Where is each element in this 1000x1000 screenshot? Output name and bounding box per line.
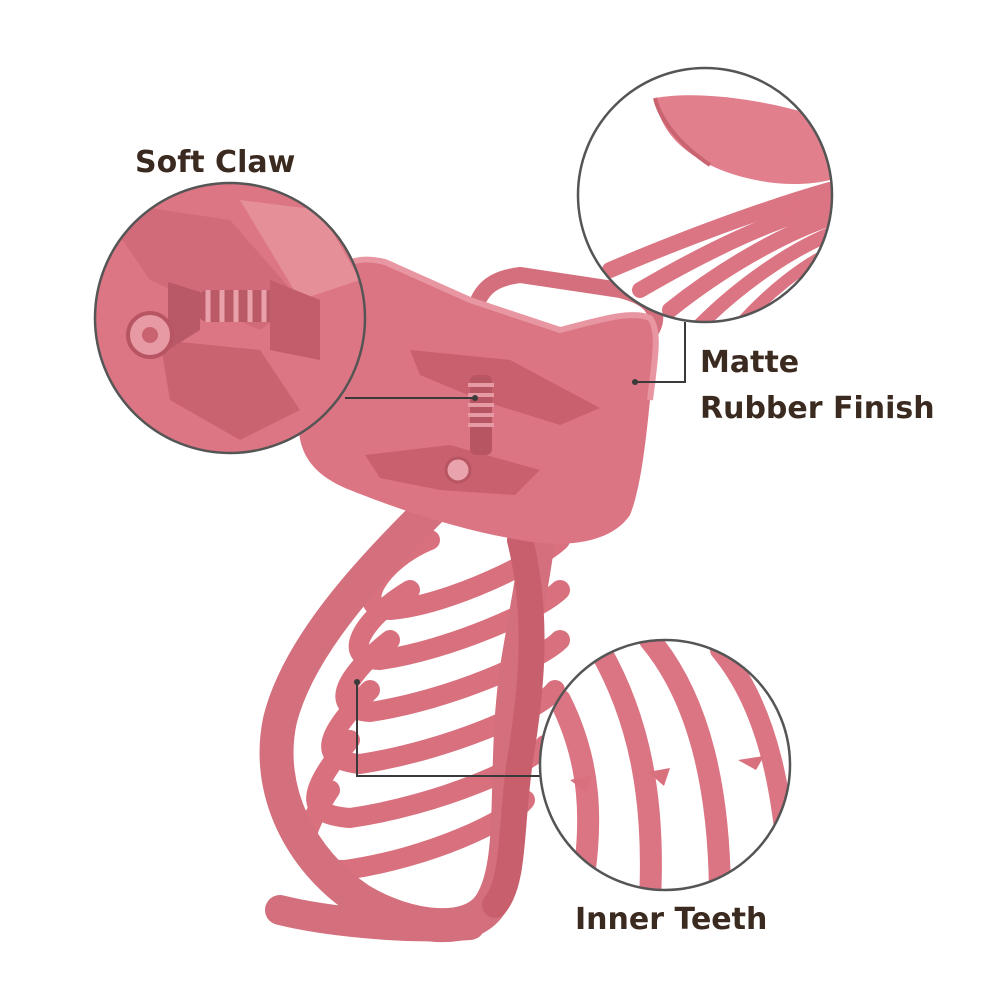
- hinge-spring: [365, 350, 600, 495]
- hair-claw-clip: [259, 256, 664, 943]
- teeth-callout: [356, 682, 548, 777]
- soft-claw-label: Soft Claw: [135, 145, 296, 180]
- inner-teeth-detail: [538, 638, 792, 892]
- inner-teeth-label: Inner Teeth: [575, 902, 768, 937]
- matte-finish-label: Matte Rubber Finish: [700, 340, 935, 432]
- matte-callout: [635, 322, 686, 383]
- matte-label-line2: Rubber Finish: [700, 391, 935, 426]
- matte-label-line1: Matte: [700, 345, 800, 380]
- matte-finish-detail: [576, 66, 834, 324]
- callout-lines: [345, 322, 686, 777]
- front-arm-tip: [265, 895, 485, 942]
- soft-claw-detail: [93, 181, 367, 455]
